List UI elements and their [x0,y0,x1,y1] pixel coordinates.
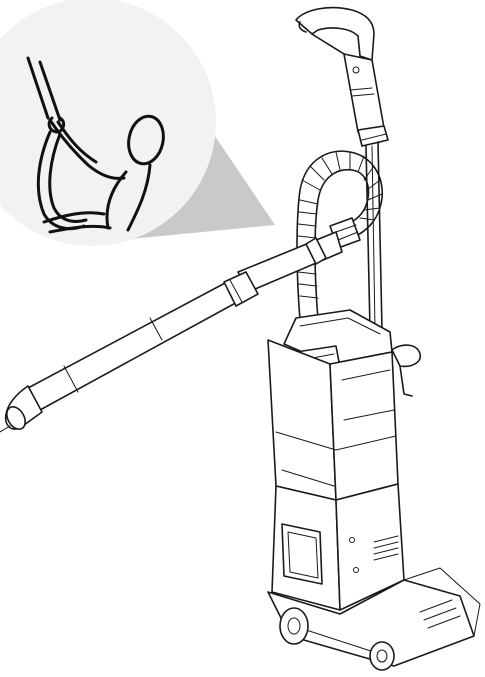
vacuum-base [267,483,481,671]
vacuum-main-body [267,309,422,501]
inset-person-figure [26,56,165,234]
inset-magnifier [0,0,275,246]
vacuum-handle [295,6,385,133]
inset-circle [0,0,216,246]
vacuum-extension-wand [0,231,343,433]
